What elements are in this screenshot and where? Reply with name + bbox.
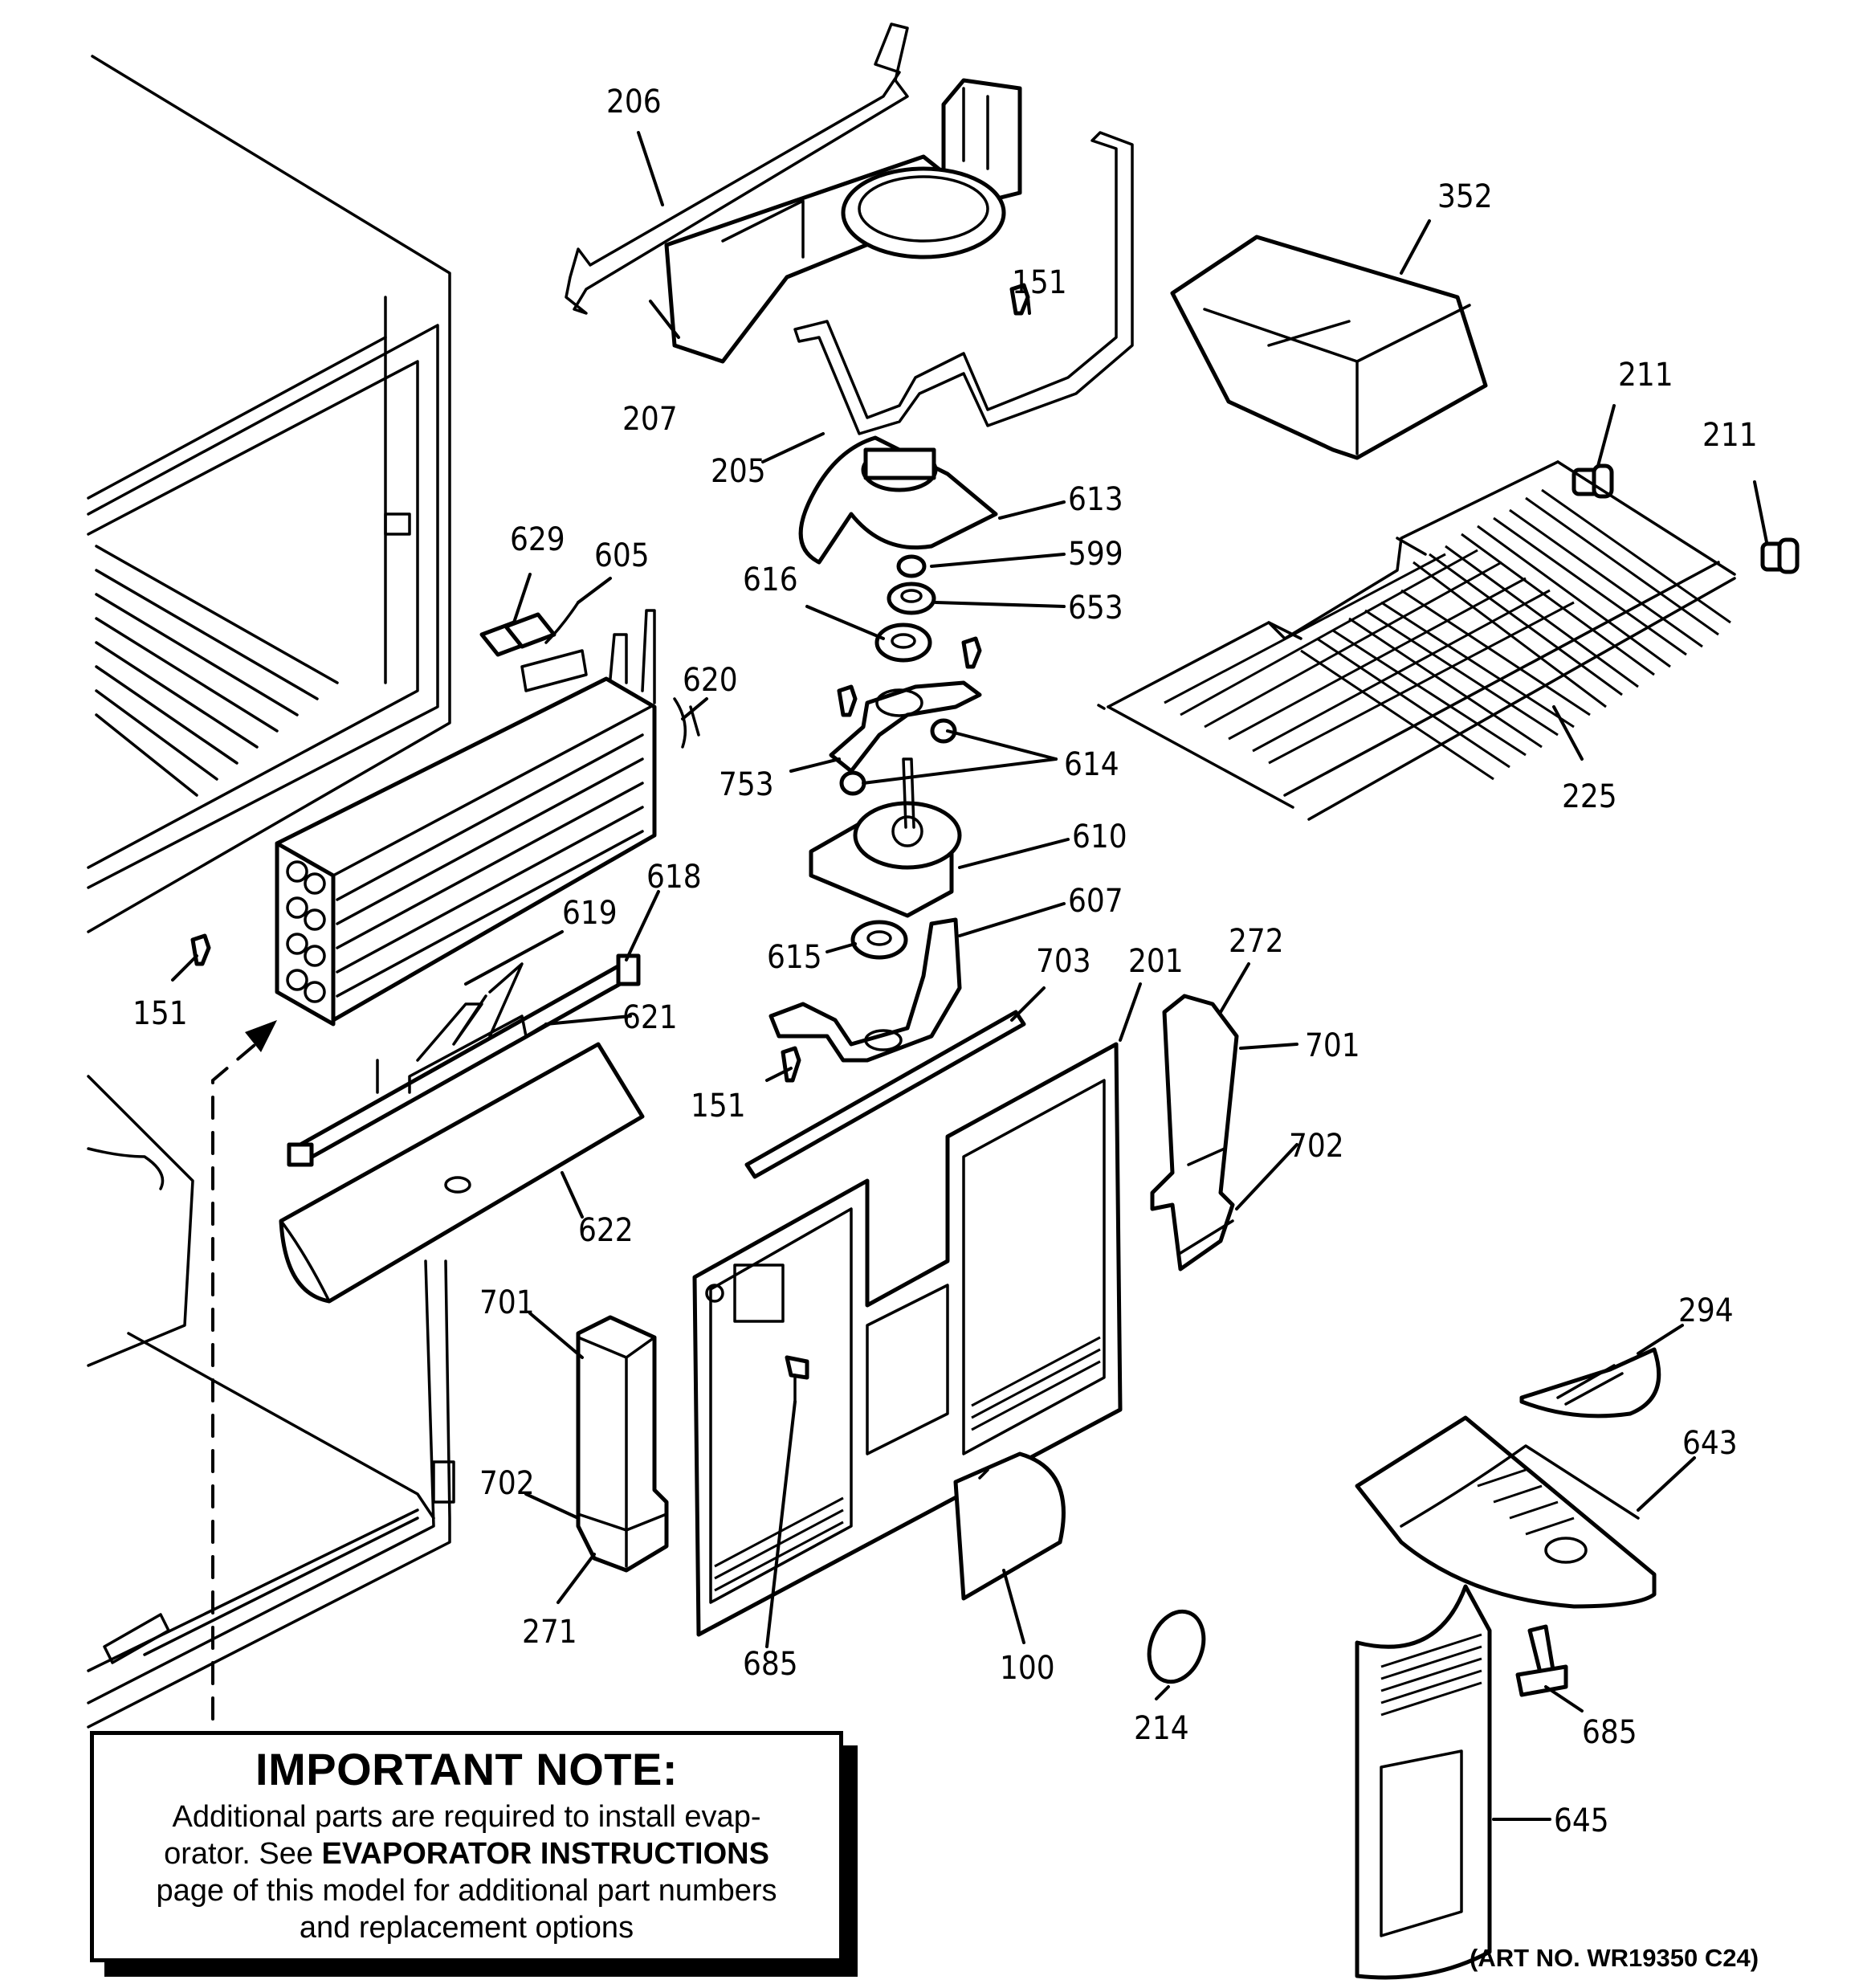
callout-685-right: 685 [1582, 1714, 1637, 1751]
callout-151-left: 151 [132, 995, 188, 1032]
part-599-nut [896, 554, 927, 578]
callout-615: 615 [767, 939, 822, 976]
callout-702-left: 702 [479, 1465, 535, 1502]
part-618-heater [287, 953, 641, 1167]
part-703-seal-strip [744, 1010, 1026, 1179]
part-616-grommet [874, 623, 932, 663]
callout-labels: 206 207 205 151 352 211 211 613 599 616 … [132, 84, 1758, 1839]
part-272-duct-right [1150, 994, 1239, 1272]
callout-294: 294 [1678, 1292, 1734, 1329]
important-note-body: Additional parts are required to install… [94, 1798, 839, 1946]
callout-621: 621 [622, 999, 678, 1036]
part-619-clip [416, 962, 524, 1062]
note-line-3: page of this model for additional part n… [156, 1874, 777, 1908]
part-605-tube [520, 601, 588, 692]
callout-702-right: 702 [1289, 1128, 1344, 1165]
part-645-front-panel [1355, 1584, 1492, 1980]
callout-206: 206 [606, 84, 662, 120]
cabinet-upper [87, 55, 451, 933]
part-614-grommets [839, 718, 957, 796]
callout-620: 620 [683, 662, 738, 699]
part-205-wire-frame [793, 131, 1134, 435]
callout-151-mid: 151 [691, 1088, 746, 1125]
part-225-wire-shelf [1097, 460, 1736, 821]
callout-201: 201 [1128, 943, 1184, 980]
callout-272: 272 [1229, 923, 1284, 960]
callout-703: 703 [1036, 943, 1091, 980]
important-note-box: IMPORTANT NOTE: Additional parts are req… [90, 1731, 843, 1962]
callout-610: 610 [1072, 818, 1127, 855]
callout-211-b: 211 [1702, 417, 1758, 454]
part-214-plug [1147, 1609, 1206, 1684]
note-line-1: Additional parts are required to install… [172, 1800, 761, 1834]
part-643-housing [1355, 1415, 1657, 1609]
callout-271: 271 [522, 1614, 577, 1651]
part-653-grommet [887, 582, 936, 615]
callout-653: 653 [1068, 590, 1123, 627]
callout-225: 225 [1562, 778, 1617, 815]
part-100-cup [953, 1451, 1066, 1601]
part-622-drain-trough [279, 1042, 645, 1304]
note-line-2-bold: EVAPORATOR INSTRUCTIONS [321, 1837, 769, 1871]
evaporator-dashed-arrow [211, 1035, 267, 1721]
cabinet-shelf-ribs [95, 545, 339, 797]
part-753-bracket [829, 680, 982, 774]
part-621-bracket [376, 1014, 548, 1094]
part-685-screw-a [785, 1355, 809, 1403]
part-607-bracket [768, 917, 962, 1063]
part-615-grommet [850, 920, 908, 960]
part-610-motor [809, 757, 962, 918]
leader-lines [171, 131, 1768, 1821]
callout-607: 607 [1068, 883, 1123, 920]
callout-616: 616 [743, 561, 798, 598]
callout-613: 613 [1068, 481, 1123, 518]
callout-214: 214 [1134, 1710, 1189, 1747]
callout-619: 619 [562, 895, 618, 932]
callout-685-center: 685 [743, 1646, 798, 1683]
part-352-ice-bin [1170, 235, 1488, 460]
evaporator-coil [275, 609, 657, 1027]
important-note-title: IMPORTANT NOTE: [255, 1744, 678, 1794]
callout-211-a: 211 [1618, 357, 1673, 394]
callout-205: 205 [711, 453, 766, 490]
callout-701-left: 701 [479, 1284, 535, 1321]
part-271-duct-left [576, 1315, 669, 1573]
note-line-2-prefix: orator. See [164, 1837, 322, 1871]
part-629-insulator [479, 612, 556, 657]
note-line-4: and replacement options [299, 1911, 634, 1945]
evaporator-arrow-head [245, 1020, 277, 1052]
part-620-thermostat [673, 697, 700, 749]
callout-151-top: 151 [1012, 264, 1067, 301]
callout-629: 629 [510, 521, 565, 558]
part-685-screw-b [1515, 1624, 1568, 1697]
callout-622: 622 [578, 1212, 634, 1249]
part-211-end-cap-b [1760, 537, 1800, 574]
callout-753: 753 [719, 766, 774, 803]
callout-645: 645 [1554, 1802, 1609, 1839]
callout-643: 643 [1682, 1425, 1738, 1462]
callout-352: 352 [1437, 178, 1493, 215]
part-294-cover [1519, 1347, 1661, 1419]
callout-618: 618 [646, 859, 702, 896]
callout-614: 614 [1064, 746, 1119, 783]
callout-599: 599 [1068, 536, 1123, 573]
callout-605: 605 [594, 537, 650, 574]
part-206-wire-frame [565, 22, 909, 315]
part-613-fan-blade [798, 435, 998, 565]
callout-701-right: 701 [1305, 1027, 1360, 1064]
cabinet-lower [87, 1075, 455, 1729]
part-207-fan-shroud [664, 78, 1022, 364]
callout-207: 207 [622, 401, 678, 438]
callout-100: 100 [1000, 1650, 1055, 1687]
art-number: (ART NO. WR19350 C24) [1470, 1944, 1759, 1972]
